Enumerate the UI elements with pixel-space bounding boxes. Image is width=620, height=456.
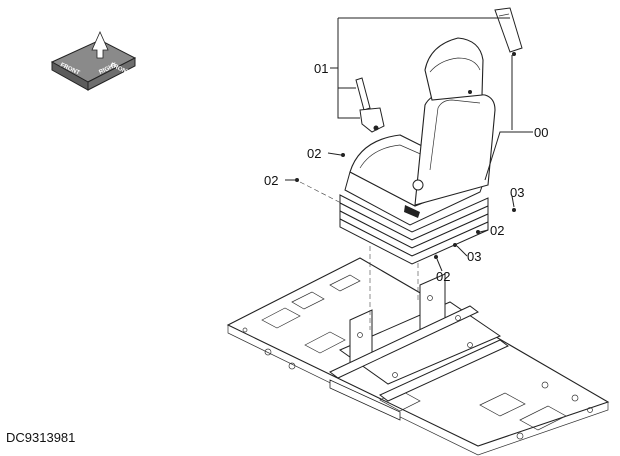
badge-label-left: LEFT	[68, 42, 84, 54]
callout-02: 02	[436, 269, 450, 284]
leader-lines	[285, 17, 533, 272]
document-id: DC9313981	[6, 430, 75, 445]
callout-02: 02	[264, 173, 278, 188]
fasteners	[295, 153, 516, 259]
callout-03: 03	[467, 249, 481, 264]
seat-belt-tongue	[494, 7, 523, 56]
operator-seat	[339, 37, 496, 265]
callout-03: 03	[510, 185, 524, 200]
arrow-up-icon	[91, 31, 109, 59]
seat-belt-buckle	[355, 77, 385, 133]
callout-01: 01	[314, 61, 328, 76]
orientation-badge: FRONT RIGHT LEFT FRONT	[50, 31, 137, 91]
callout-00: 00	[534, 125, 548, 140]
callout-02: 02	[490, 223, 504, 238]
callout-02: 02	[307, 146, 321, 161]
seat-mount-frame	[329, 273, 509, 421]
